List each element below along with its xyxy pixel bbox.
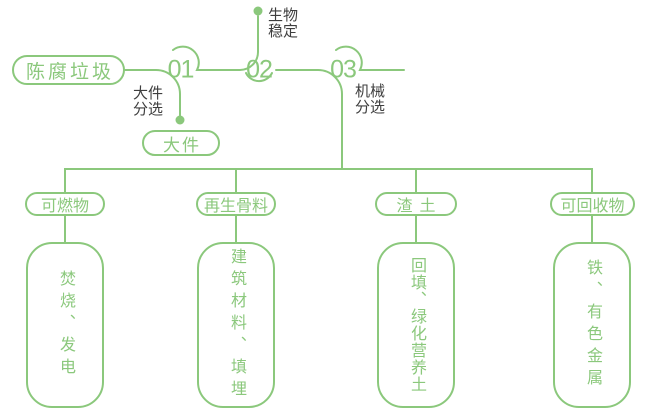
- label-mechanical-sorting: 机械 分选: [355, 83, 386, 116]
- result-text: 回填、绿化营养土: [408, 257, 425, 393]
- result-text: 焚烧、发电: [57, 270, 74, 380]
- step-number-02: 02: [246, 55, 273, 84]
- result-text: 建筑材料、填埋: [228, 248, 245, 402]
- result-backfill-nutrient-soil: 回填、绿化营养土: [377, 242, 455, 408]
- node-bulky-items: 大件: [142, 130, 220, 156]
- wire-branch-rail: [64, 168, 593, 193]
- wire-step2-underarc: [245, 72, 273, 83]
- result-building-materials-landfill: 建筑材料、填埋: [197, 242, 275, 408]
- wire-inflow-step1: [124, 69, 181, 117]
- result-incineration-power: 焚烧、发电: [26, 242, 104, 408]
- endpoint-dot-bulky: [175, 115, 185, 125]
- step-number-01: 01: [167, 55, 195, 84]
- node-recyclables: 可回收物: [550, 192, 635, 216]
- endpoint-dot-bio: [253, 6, 263, 16]
- result-iron-nonferrous: 铁、有色金属: [553, 242, 631, 408]
- node-recycled-aggregate: 再生骨料: [196, 192, 276, 216]
- node-combustibles: 可燃物: [25, 192, 105, 216]
- wire-step2-to-step3: [275, 69, 343, 170]
- wire-step3-outflow: [335, 45, 405, 71]
- label-bio-stabilization: 生物 稳定: [268, 7, 299, 40]
- result-text: 铁、有色金属: [584, 259, 601, 391]
- node-slag-soil: 渣土: [375, 192, 457, 216]
- step-number-03: 03: [330, 55, 357, 84]
- label-bulky-sorting: 大件 分选: [133, 85, 164, 118]
- wire-pill-box-stubs: [64, 215, 593, 243]
- node-aged-waste: 陈腐垃圾: [12, 55, 125, 85]
- wire-step1-to-step2: [172, 15, 259, 71]
